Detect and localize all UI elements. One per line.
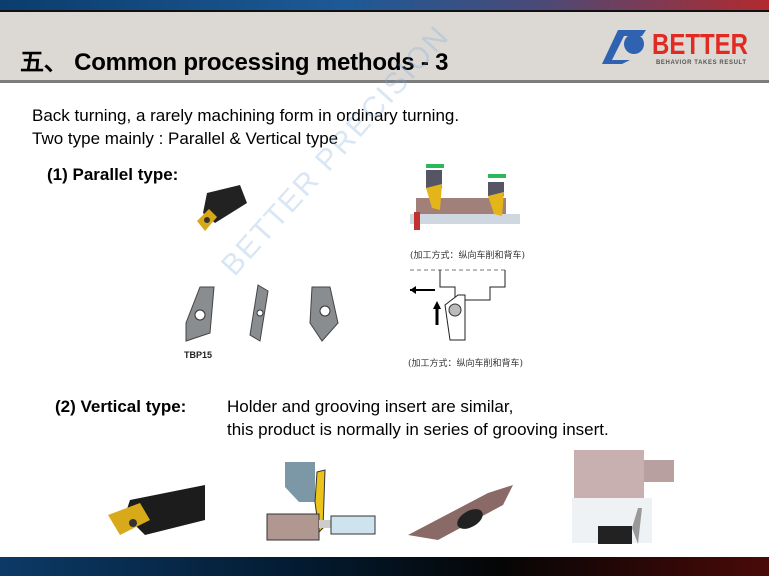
bottom-accent-bar bbox=[0, 557, 769, 576]
parallel-heading: (1) Parallel type: bbox=[47, 165, 179, 184]
vertical-desc-1: Holder and grooving insert are similar, bbox=[227, 397, 514, 416]
parallel-process-diagram-2 bbox=[410, 269, 506, 341]
intro-line-2: Two type mainly : Parallel & Vertical ty… bbox=[32, 129, 339, 148]
slide-title: 五、 Common processing methods - 3 bbox=[20, 49, 449, 76]
intro-line-1: Back turning, a rarely machining form in… bbox=[32, 106, 460, 125]
insert-label: TBP15 bbox=[184, 350, 213, 360]
svg-text:BEHAVIOR TAKES RESULT: BEHAVIOR TAKES RESULT bbox=[656, 60, 746, 66]
vertical-holder-image bbox=[108, 485, 205, 535]
svg-text:BETTER: BETTER bbox=[652, 29, 748, 61]
parallel-inserts-image bbox=[185, 284, 339, 342]
parallel-process-diagram-1 bbox=[410, 164, 520, 230]
header-divider bbox=[0, 80, 769, 83]
diagram-caption-1: (加工方式：纵向车削和背车) bbox=[410, 251, 526, 261]
divider bbox=[0, 10, 769, 12]
vertical-desc-2: this product is normally in series of gr… bbox=[227, 420, 609, 439]
vertical-grooving-diagram bbox=[266, 462, 376, 541]
parallel-holder-image bbox=[197, 185, 247, 231]
vertical-process-image bbox=[572, 450, 674, 544]
better-logo: BETTER BEHAVIOR TAKES RESULT bbox=[602, 29, 748, 66]
vertical-heading: (2) Vertical type: bbox=[55, 397, 187, 416]
top-accent-bar bbox=[0, 0, 769, 10]
vertical-insert-image bbox=[408, 485, 513, 540]
diagram-caption-2: (加工方式：纵向车削和背车) bbox=[408, 359, 524, 369]
